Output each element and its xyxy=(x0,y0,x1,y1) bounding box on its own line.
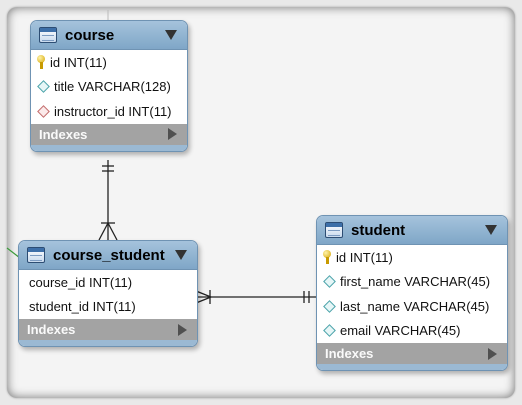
table-icon xyxy=(39,27,57,43)
table-footer xyxy=(31,144,187,151)
indexes-label: Indexes xyxy=(325,346,374,361)
table-footer xyxy=(19,340,197,346)
table-footer xyxy=(317,364,507,370)
chevron-down-icon[interactable] xyxy=(165,30,177,40)
column-label: last_name VARCHAR(45) xyxy=(340,298,490,314)
column-label: title VARCHAR(128) xyxy=(54,79,171,95)
indexes-bar[interactable]: Indexes xyxy=(317,343,507,364)
column-row[interactable]: student_id INT(11) xyxy=(19,295,197,320)
expand-arrow-icon[interactable] xyxy=(168,128,177,140)
column-row[interactable]: last_name VARCHAR(45) xyxy=(317,294,507,319)
column-label: student_id INT(11) xyxy=(29,299,136,315)
expand-arrow-icon[interactable] xyxy=(488,347,497,360)
table-course[interactable]: course id INT(11) title VARCHAR(128) ins… xyxy=(30,20,188,152)
column-diamond-icon xyxy=(323,299,336,313)
column-label: instructor_id INT(11) xyxy=(54,103,172,119)
table-student-title: student xyxy=(351,221,406,239)
foreign-key-diamond-icon xyxy=(37,104,50,118)
table-course-student-title: course_student xyxy=(53,246,165,264)
column-label: id INT(11) xyxy=(336,249,393,265)
column-row[interactable]: id INT(11) xyxy=(31,50,187,75)
offscreen-connector-line xyxy=(6,247,21,259)
table-student-header[interactable]: student xyxy=(317,216,507,245)
table-course-title: course xyxy=(65,26,115,44)
column-diamond-icon xyxy=(323,324,336,338)
column-row[interactable]: instructor_id INT(11) xyxy=(31,99,187,124)
table-student[interactable]: student id INT(11) first_name VARCHAR(45… xyxy=(316,215,508,371)
indexes-label: Indexes xyxy=(27,322,76,337)
indexes-label: Indexes xyxy=(39,126,88,142)
column-row[interactable]: course_id INT(11) xyxy=(19,270,197,295)
column-label: email VARCHAR(45) xyxy=(340,323,461,339)
column-row[interactable]: email VARCHAR(45) xyxy=(317,319,507,344)
primary-key-icon xyxy=(37,55,46,70)
column-label: first_name VARCHAR(45) xyxy=(340,274,491,290)
column-label: id INT(11) xyxy=(50,54,107,70)
table-course-student[interactable]: course_student course_id INT(11) student… xyxy=(18,240,198,347)
column-row[interactable]: id INT(11) xyxy=(317,245,507,270)
table-icon xyxy=(27,247,45,263)
column-diamond-icon xyxy=(323,275,336,289)
indexes-bar[interactable]: Indexes xyxy=(19,319,197,340)
table-course-header[interactable]: course xyxy=(31,21,187,50)
column-row[interactable]: title VARCHAR(128) xyxy=(31,75,187,100)
primary-key-icon xyxy=(323,250,332,265)
table-icon xyxy=(325,222,343,238)
indexes-bar[interactable]: Indexes xyxy=(31,123,187,145)
column-row[interactable]: first_name VARCHAR(45) xyxy=(317,270,507,295)
chevron-down-icon[interactable] xyxy=(175,250,187,260)
expand-arrow-icon[interactable] xyxy=(178,323,187,336)
chevron-down-icon[interactable] xyxy=(485,225,497,235)
relationship-student-course-student[interactable] xyxy=(195,290,317,304)
table-course-student-header[interactable]: course_student xyxy=(19,241,197,270)
column-label: course_id INT(11) xyxy=(29,274,133,290)
relationship-course-course-student[interactable] xyxy=(98,160,118,241)
column-diamond-icon xyxy=(37,80,50,94)
